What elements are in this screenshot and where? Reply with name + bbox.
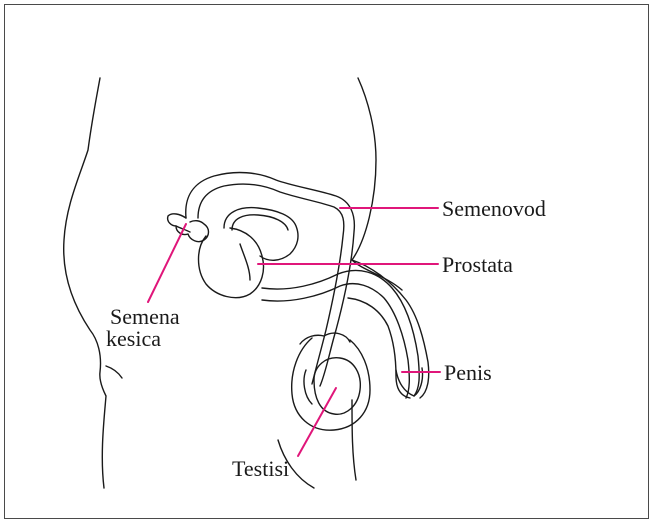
label-semenovod: Semenovod <box>442 198 546 220</box>
bladder-outer <box>186 173 355 386</box>
label-semena-line2: kesica <box>106 328 161 350</box>
label-prostata: Prostata <box>442 254 513 276</box>
thigh-outline-back <box>352 400 356 480</box>
label-semena-line1: Semena <box>110 306 180 328</box>
leader-semena-kesica <box>148 224 186 302</box>
bladder-inner <box>198 184 344 384</box>
prostata-gland-inner <box>240 244 250 280</box>
seminal-vesicle <box>168 214 209 242</box>
label-penis: Penis <box>444 362 492 384</box>
body-outline-back-tick <box>106 366 122 378</box>
penis-shaft-top <box>352 260 429 398</box>
urethra-outer <box>262 284 409 398</box>
body-outline-back <box>64 78 106 488</box>
prostata-gland <box>199 228 264 298</box>
epididymis <box>304 370 312 404</box>
body-outline-front <box>352 78 402 290</box>
label-testisi: Testisi <box>232 458 289 480</box>
bladder-inner-sac-2 <box>232 215 288 230</box>
testis <box>314 358 360 415</box>
